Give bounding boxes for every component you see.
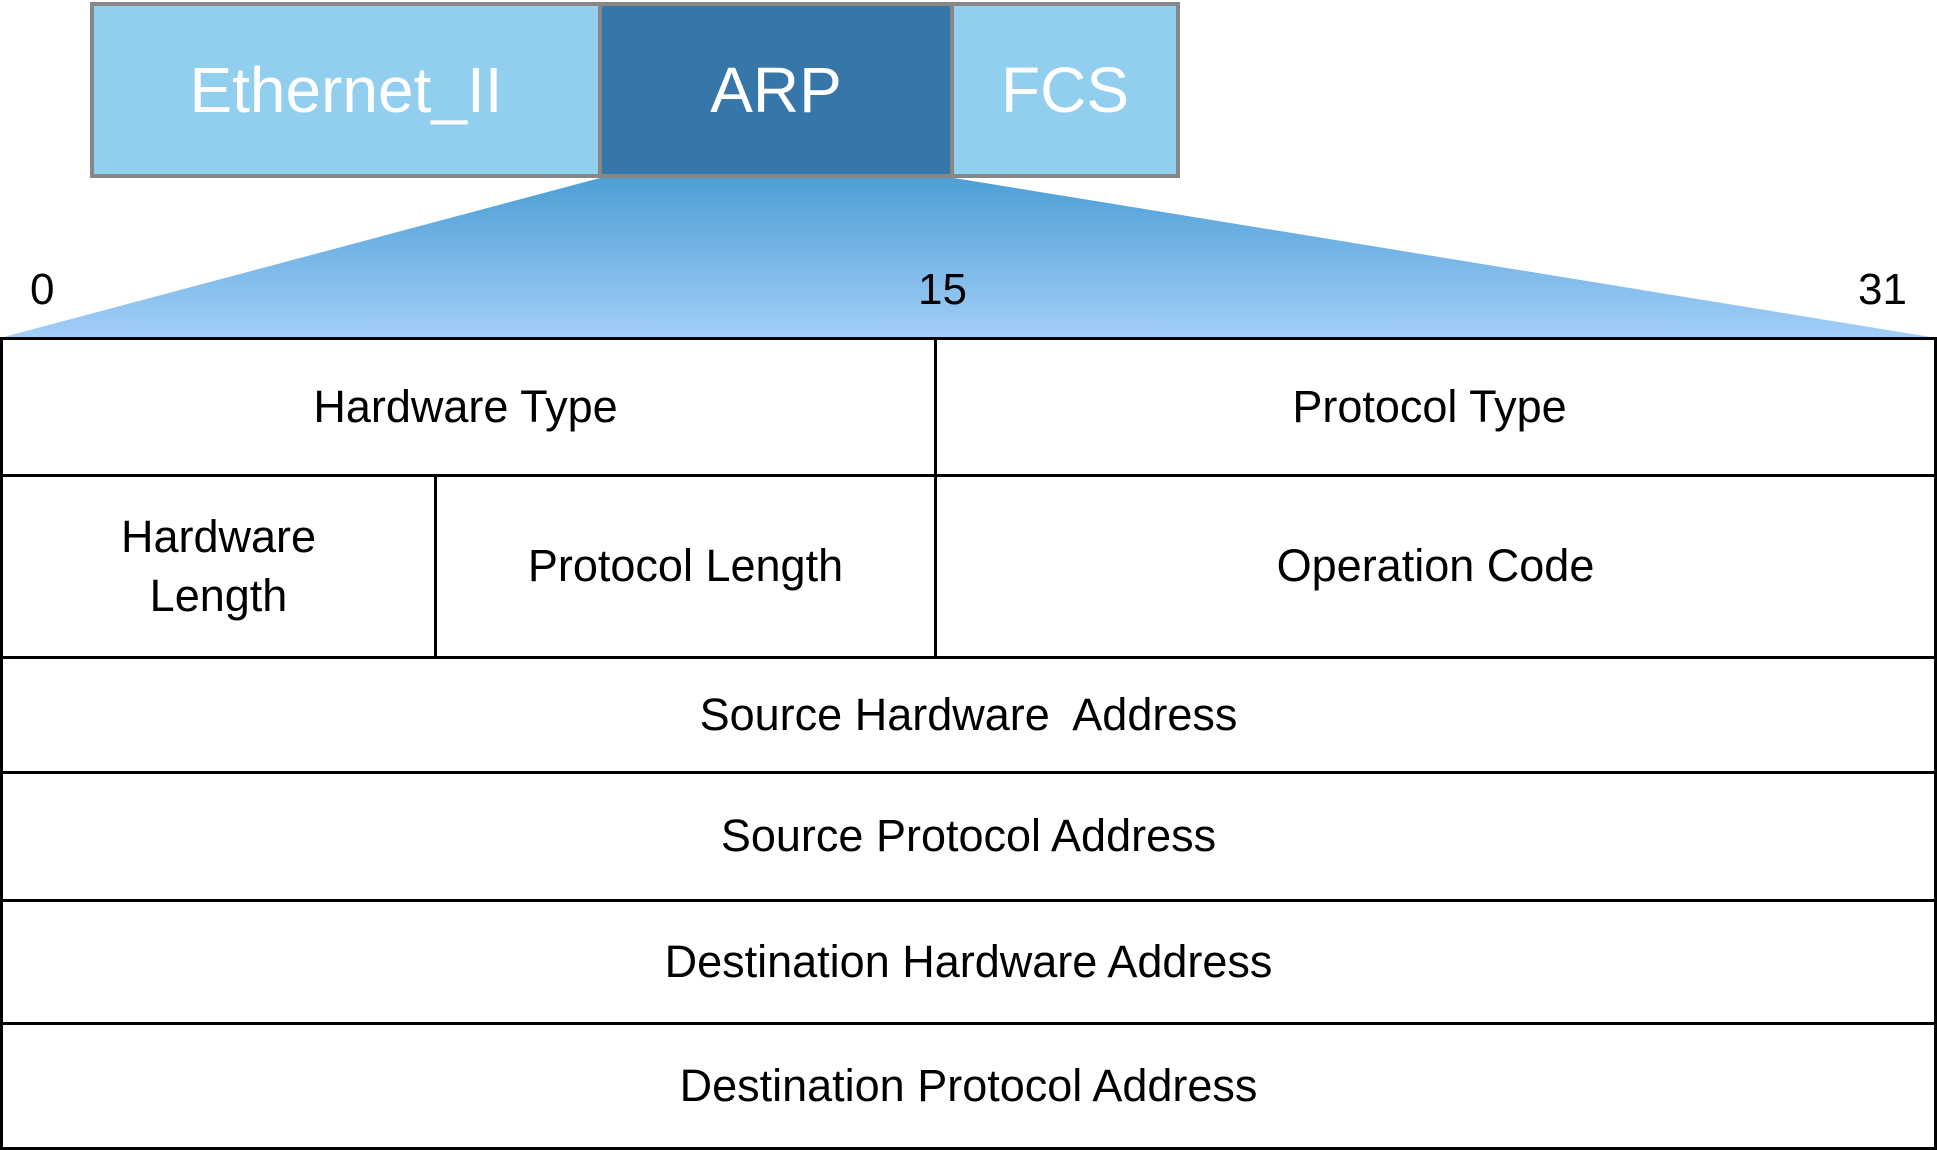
field-destination-hardware-address-label: Destination Hardware Address	[664, 935, 1273, 987]
field-source-hardware-address: Source Hardware Address	[0, 656, 1937, 774]
field-protocol-type-label: Protocol Type	[1292, 380, 1567, 432]
field-operation-code-label: Operation Code	[1276, 540, 1595, 592]
ethernet-ii-segment: Ethernet_II	[90, 2, 602, 178]
field-operation-code: Operation Code	[934, 474, 1937, 659]
fcs-label: FCS	[1001, 54, 1129, 126]
arp-label: ARP	[710, 54, 842, 126]
arp-segment: ARP	[598, 2, 954, 178]
field-destination-hardware-address: Destination Hardware Address	[0, 899, 1937, 1025]
field-destination-protocol-address-label: Destination Protocol Address	[679, 1059, 1258, 1111]
ethernet-ii-label: Ethernet_II	[189, 54, 503, 126]
field-protocol-length-label: Protocol Length	[527, 540, 844, 592]
field-source-protocol-address: Source Protocol Address	[0, 771, 1937, 902]
bit-label-middle: 15	[918, 265, 967, 314]
field-hardware-length: Hardware Length	[0, 474, 437, 659]
field-source-protocol-address-label: Source Protocol Address	[720, 810, 1217, 862]
field-protocol-type: Protocol Type	[934, 337, 1937, 477]
field-hardware-length-label: Hardware Length	[120, 511, 317, 621]
field-destination-protocol-address: Destination Protocol Address	[0, 1022, 1937, 1150]
field-hardware-type-label: Hardware Type	[313, 380, 618, 432]
field-source-hardware-address-label: Source Hardware Address	[699, 688, 1238, 740]
field-protocol-length: Protocol Length	[434, 474, 937, 659]
arp-expansion-wedge	[0, 178, 1937, 338]
bit-label-end: 31	[1858, 265, 1907, 314]
field-hardware-type: Hardware Type	[0, 337, 937, 477]
bit-label-start: 0	[30, 265, 55, 314]
fcs-segment: FCS	[950, 2, 1180, 178]
